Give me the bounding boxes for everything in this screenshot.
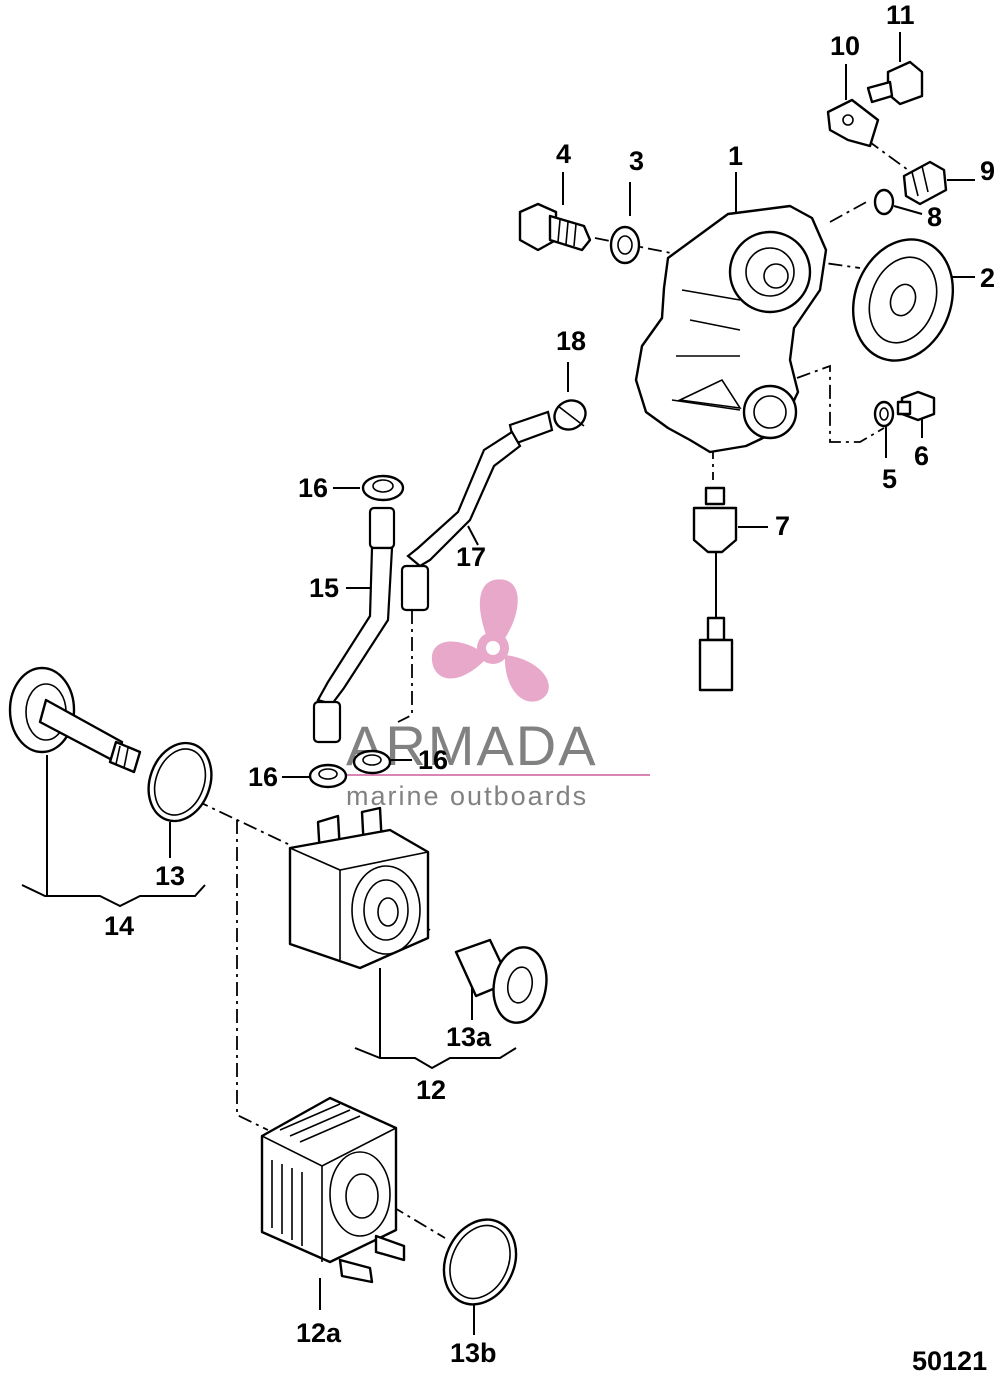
part-2-cover xyxy=(851,238,955,362)
callout-9: 9 xyxy=(980,156,995,186)
propeller-logo-icon xyxy=(431,579,549,702)
part-17-hose xyxy=(400,410,554,612)
callout-16-top: 16 xyxy=(298,473,328,503)
part-15-hose xyxy=(312,506,396,744)
callout-14: 14 xyxy=(104,911,134,941)
callout-10: 10 xyxy=(830,31,860,61)
part-3-washer xyxy=(609,225,641,265)
callout-4: 4 xyxy=(556,139,571,169)
callout-12a: 12a xyxy=(296,1318,342,1348)
callout-2: 2 xyxy=(980,263,995,293)
part-12-oil-cooler xyxy=(288,806,430,970)
part-18-clamp xyxy=(553,399,587,431)
part-1-housing xyxy=(634,204,828,454)
callout-16-lower-right: 16 xyxy=(418,745,448,775)
callout-18: 18 xyxy=(556,326,586,356)
part-12a-oil-cooler xyxy=(260,1096,406,1284)
callout-12: 12 xyxy=(416,1075,446,1105)
callout-8: 8 xyxy=(927,202,942,232)
callout-16-lower-left: 16 xyxy=(248,762,278,792)
callout-13: 13 xyxy=(155,861,185,891)
callout-3: 3 xyxy=(629,146,644,176)
figure-id: 50121 xyxy=(912,1346,987,1376)
part-16-clamp-lower-left xyxy=(308,763,348,789)
watermark: ARMADA marine outboards xyxy=(346,579,650,811)
part-13b-gasket xyxy=(442,1218,518,1306)
part-14-shaft xyxy=(8,666,142,774)
callout-13a: 13a xyxy=(446,1022,492,1052)
part-16-clamp-lower-right xyxy=(352,749,392,775)
leader-lines xyxy=(21,32,975,1335)
part-6-plug xyxy=(896,390,936,422)
part-4-bolt xyxy=(518,202,592,252)
callout-5: 5 xyxy=(882,464,897,494)
callout-11: 11 xyxy=(886,0,915,30)
part-16-clamp-top xyxy=(361,474,405,502)
part-5-washer xyxy=(873,400,895,428)
callout-1: 1 xyxy=(728,141,743,171)
callout-13b: 13b xyxy=(450,1338,497,1368)
part-10-bracket xyxy=(826,98,880,148)
callout-labels: 1 2 3 4 5 6 7 8 9 10 11 12 12a 13 13a 13… xyxy=(104,0,995,1376)
callout-17: 17 xyxy=(456,542,486,572)
part-13-o-ring xyxy=(147,741,213,823)
part-9-fitting xyxy=(902,160,948,206)
part-13a-adapter xyxy=(454,938,548,1024)
part-7-sensor xyxy=(692,486,738,692)
callout-15: 15 xyxy=(309,573,339,603)
part-8-washer xyxy=(873,188,895,216)
callout-7: 7 xyxy=(775,511,790,541)
part-11-bolt xyxy=(866,60,924,106)
callout-6: 6 xyxy=(914,441,929,471)
watermark-tagline: marine outboards xyxy=(346,781,588,811)
